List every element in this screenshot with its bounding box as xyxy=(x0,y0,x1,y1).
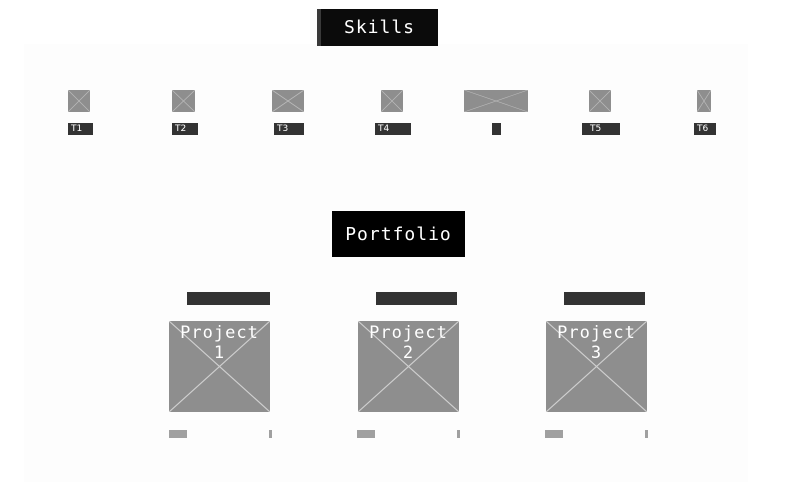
project-3-title xyxy=(564,292,645,305)
skill-5-image-placeholder-icon xyxy=(464,90,528,112)
skill-6-label: T5 xyxy=(582,123,620,135)
project-3-footer-bar xyxy=(545,430,563,438)
skill-2-label: T2 xyxy=(172,123,198,135)
skill-1-label: T1 xyxy=(68,123,93,135)
skill-4-image-placeholder-icon xyxy=(381,90,403,112)
project-1-image-placeholder-icon xyxy=(169,321,270,412)
project-2-footer-tick xyxy=(457,430,460,438)
portfolio-heading: Portfolio xyxy=(332,211,465,257)
project-2-image-placeholder-icon xyxy=(358,321,459,412)
project-1-card[interactable]: Project 1 xyxy=(169,321,270,412)
project-1-image-label: Project 1 xyxy=(180,323,259,363)
project-1-footer-bar xyxy=(169,430,187,438)
skill-5-label xyxy=(492,123,501,135)
skill-4-label: T4 xyxy=(375,123,411,135)
project-3-footer-tick xyxy=(645,430,648,438)
project-1-footer-tick xyxy=(269,430,272,438)
skill-6-image-placeholder-icon xyxy=(589,90,611,112)
project-2-card[interactable]: Project 2 xyxy=(358,321,459,412)
skill-7-label: T6 xyxy=(694,123,716,135)
project-3-card[interactable]: Project 3 xyxy=(546,321,647,412)
project-2-title xyxy=(376,292,457,305)
skill-1-image-placeholder-icon xyxy=(68,90,90,112)
skill-3-image-placeholder-icon xyxy=(272,90,304,112)
project-3-image-placeholder-icon xyxy=(546,321,647,412)
project-3-image-label: Project 3 xyxy=(557,323,636,363)
skill-2-image-placeholder-icon xyxy=(172,90,195,112)
skill-3-label: T3 xyxy=(274,123,304,135)
project-2-footer-bar xyxy=(357,430,375,438)
skills-heading: Skills xyxy=(317,9,438,46)
project-2-image-label: Project 2 xyxy=(369,323,448,363)
project-1-title xyxy=(187,292,270,305)
skill-7-image-placeholder-icon xyxy=(697,90,711,112)
